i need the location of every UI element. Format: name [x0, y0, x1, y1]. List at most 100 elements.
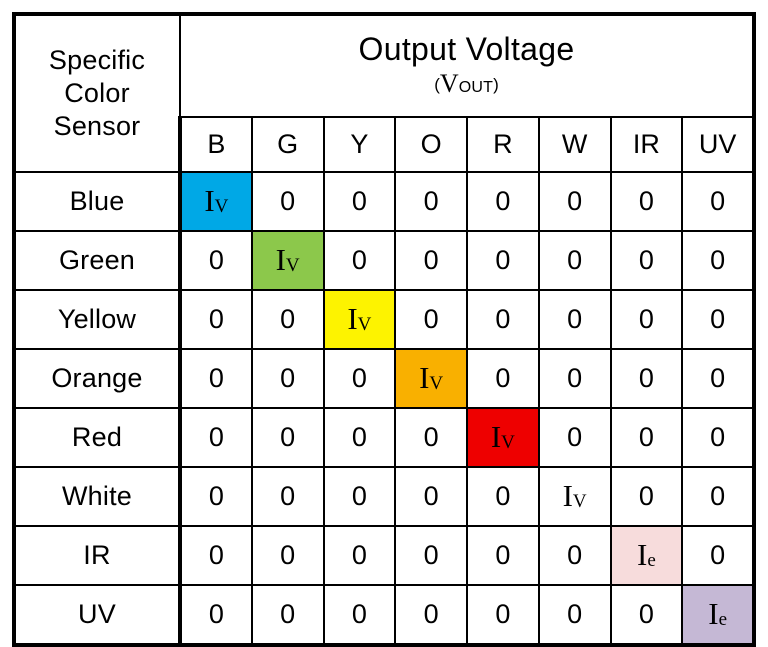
zero-value: 0 [351, 422, 367, 452]
cell-orange-r: 0 [466, 348, 540, 409]
row-label-green: Green [13, 230, 181, 291]
cell-white-r: 0 [466, 466, 540, 527]
zero-value: 0 [567, 186, 583, 216]
cell-uv-uv: Ie [681, 584, 755, 646]
zero-value: 0 [423, 304, 439, 334]
row-label-red: Red [13, 407, 181, 468]
subtitle-out-subscript: OUT [458, 78, 494, 96]
cell-white-uv: 0 [681, 466, 755, 527]
zero-value: 0 [280, 481, 296, 511]
cell-yellow-b: 0 [178, 289, 253, 350]
cell-yellow-r: 0 [466, 289, 540, 350]
symbol-subscript: V [501, 432, 515, 453]
symbol-subscript: e [718, 609, 727, 630]
cell-red-ir: 0 [609, 407, 684, 468]
zero-value: 0 [351, 363, 367, 393]
cell-ir-b: 0 [178, 525, 253, 586]
subtitle-open-paren: ( [434, 74, 440, 94]
cell-uv-r: 0 [466, 584, 540, 646]
zero-value: 0 [423, 245, 439, 275]
cell-uv-ir: 0 [609, 584, 684, 646]
zero-value: 0 [208, 304, 224, 334]
output-voltage-header: Output Voltage (VOUT) [179, 13, 755, 118]
zero-value: 0 [423, 481, 439, 511]
zero-value: 0 [638, 422, 654, 452]
zero-value: 0 [710, 245, 726, 275]
cell-ir-g: 0 [250, 525, 325, 586]
corner-header-specific-color-sensor: Specific Color Sensor [13, 13, 181, 173]
zero-value: 0 [351, 186, 367, 216]
zero-value: 0 [638, 363, 654, 393]
corner-line-1: Specific [48, 45, 146, 76]
cell-green-w: 0 [537, 230, 612, 291]
zero-value: 0 [280, 599, 296, 629]
header-row-title: Specific Color Sensor Output Voltage (VO… [13, 13, 755, 173]
zero-value: 0 [710, 363, 726, 393]
cell-yellow-ir: 0 [609, 289, 684, 350]
cell-green-r: 0 [466, 230, 540, 291]
column-header-uv: UV [681, 116, 755, 173]
zero-value: 0 [208, 363, 224, 393]
zero-value: 0 [567, 422, 583, 452]
cell-orange-o: IV [394, 348, 468, 409]
zero-value: 0 [423, 540, 439, 570]
cell-white-b: 0 [178, 466, 253, 527]
cell-ir-r: 0 [466, 525, 540, 586]
corner-line-2: Color [64, 78, 130, 109]
cell-blue-ir: 0 [609, 171, 684, 232]
zero-value: 0 [638, 186, 654, 216]
symbol-subscript: V [429, 373, 444, 394]
cell-orange-w: 0 [537, 348, 612, 409]
cell-red-r: IV [466, 407, 540, 468]
cell-red-g: 0 [250, 407, 325, 468]
cell-white-o: 0 [394, 466, 468, 527]
symbol-base: I [490, 419, 502, 454]
cell-yellow-y: IV [322, 289, 397, 350]
zero-value: 0 [567, 540, 583, 570]
cell-red-y: 0 [322, 407, 397, 468]
zero-value: 0 [495, 186, 511, 216]
cell-blue-g: 0 [250, 171, 325, 232]
row-label-blue: Blue [13, 171, 181, 232]
cell-blue-o: 0 [394, 171, 468, 232]
zero-value: 0 [208, 540, 224, 570]
output-voltage-title: Output Voltage [358, 30, 575, 67]
cell-orange-y: 0 [322, 348, 397, 409]
row-label-white: White [13, 466, 181, 527]
column-header-y: Y [322, 116, 397, 173]
zero-value: 0 [495, 540, 511, 570]
subtitle-close-paren: ) [493, 74, 499, 94]
zero-value: 0 [710, 540, 726, 570]
cell-blue-uv: 0 [681, 171, 755, 232]
zero-value: 0 [280, 363, 296, 393]
cell-ir-y: 0 [322, 525, 397, 586]
sensor-response-matrix: Specific Color Sensor Output Voltage (VO… [12, 12, 756, 647]
cell-green-o: 0 [394, 230, 468, 291]
cell-uv-w: 0 [537, 584, 612, 646]
column-header-g: G [250, 116, 325, 173]
zero-value: 0 [495, 245, 511, 275]
zero-value: 0 [351, 245, 367, 275]
zero-value: 0 [495, 304, 511, 334]
zero-value: 0 [710, 304, 726, 334]
symbol-subscript: V [357, 314, 372, 335]
cell-green-uv: 0 [681, 230, 755, 291]
symbol-base: I [275, 242, 286, 277]
zero-value: 0 [208, 599, 224, 629]
cell-green-g: IV [250, 230, 325, 291]
row-label-orange: Orange [13, 348, 181, 409]
zero-value: 0 [495, 481, 511, 511]
cell-red-o: 0 [394, 407, 468, 468]
cell-blue-y: 0 [322, 171, 397, 232]
photocurrent-symbol: IV [563, 478, 587, 513]
zero-value: 0 [638, 304, 654, 334]
cell-red-w: 0 [537, 407, 612, 468]
cell-white-ir: 0 [609, 466, 684, 527]
